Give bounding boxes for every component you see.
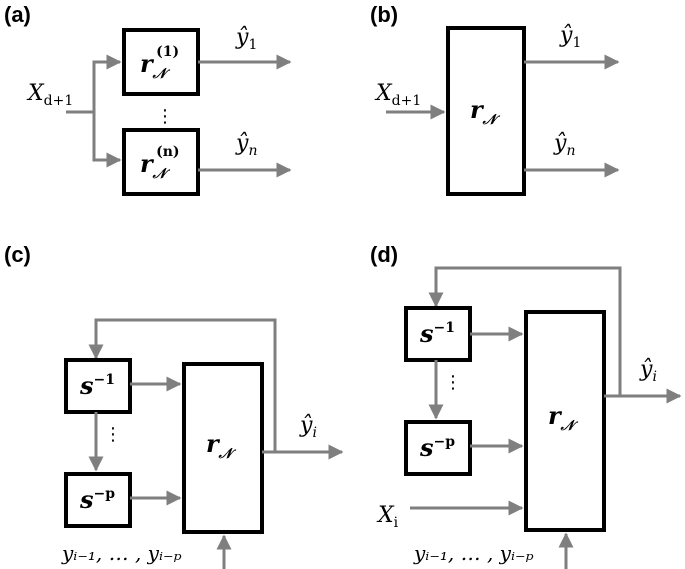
panel-d-block-label: r𝒩 bbox=[548, 401, 579, 434]
panel-a-block-bottom bbox=[122, 128, 200, 196]
panel-a-wire-bottom bbox=[92, 112, 122, 168]
panel-c-shift-bottom-label: s−p bbox=[79, 485, 115, 514]
panel-c-shift-bottom bbox=[64, 472, 132, 528]
panel-d-input-label: Xi bbox=[376, 503, 399, 531]
panel-c-output: ŷi bbox=[299, 413, 317, 441]
panel-a-wire-top bbox=[66, 54, 122, 114]
panel-a-dots: ⋮ bbox=[156, 106, 174, 127]
panel-d-block bbox=[524, 310, 606, 532]
panel-b-input-label: Xd+1 bbox=[374, 81, 421, 109]
panel-c: (c) s−1 ⋮ s−p r𝒩 ŷi yᵢ₋₁, … , yᵢ₋ₚ bbox=[4, 242, 344, 569]
panel-a-block-bottom-label: r𝒩(n) bbox=[140, 144, 180, 182]
panel-a: (a) Xd+1 r𝒩(1) ⋮ r𝒩(n) ŷ1 ŷn bbox=[4, 2, 292, 196]
panel-a-block-top bbox=[122, 28, 200, 96]
panel-b-output-top: ŷ1 bbox=[559, 23, 581, 51]
panel-d: (d) s−1 ⋮ s−p r𝒩 ŷi Xi yᵢ₋₁, … , yᵢ₋ₚ bbox=[370, 242, 682, 569]
panel-b-output-bottom: ŷn bbox=[553, 131, 575, 159]
panel-d-shift-bottom bbox=[404, 420, 472, 476]
panel-d-dots: ⋮ bbox=[444, 372, 462, 393]
panel-b-block-label: r𝒩 bbox=[470, 95, 501, 128]
panel-b-block bbox=[446, 26, 526, 196]
panel-b: (b) Xd+1 r𝒩 ŷ1 ŷn bbox=[370, 2, 620, 196]
panel-c-shift-top bbox=[64, 358, 132, 414]
panel-b-label: (b) bbox=[370, 2, 398, 27]
panel-c-label: (c) bbox=[4, 242, 31, 267]
panel-a-label: (a) bbox=[4, 2, 31, 27]
panel-a-output-top: ŷ1 bbox=[235, 25, 257, 53]
panel-a-input-label: Xd+1 bbox=[26, 81, 73, 109]
panel-c-dots: ⋮ bbox=[104, 424, 122, 445]
panel-d-lags-label: yᵢ₋₁, … , yᵢ₋ₚ bbox=[413, 541, 534, 565]
panel-d-shift-top-label: s−1 bbox=[419, 319, 455, 348]
panel-a-output-bottom: ŷn bbox=[235, 131, 257, 159]
panel-c-block bbox=[182, 362, 264, 534]
panel-a-block-top-label: r𝒩(1) bbox=[140, 44, 179, 82]
panel-d-shift-bottom-label: s−p bbox=[419, 433, 455, 462]
panel-d-label: (d) bbox=[370, 242, 398, 267]
panel-c-lags-label: yᵢ₋₁, … , yᵢ₋ₚ bbox=[61, 541, 182, 565]
panel-d-output: ŷi bbox=[639, 357, 657, 385]
panel-c-block-label: r𝒩 bbox=[206, 429, 237, 462]
panel-c-shift-top-label: s−1 bbox=[79, 371, 115, 400]
